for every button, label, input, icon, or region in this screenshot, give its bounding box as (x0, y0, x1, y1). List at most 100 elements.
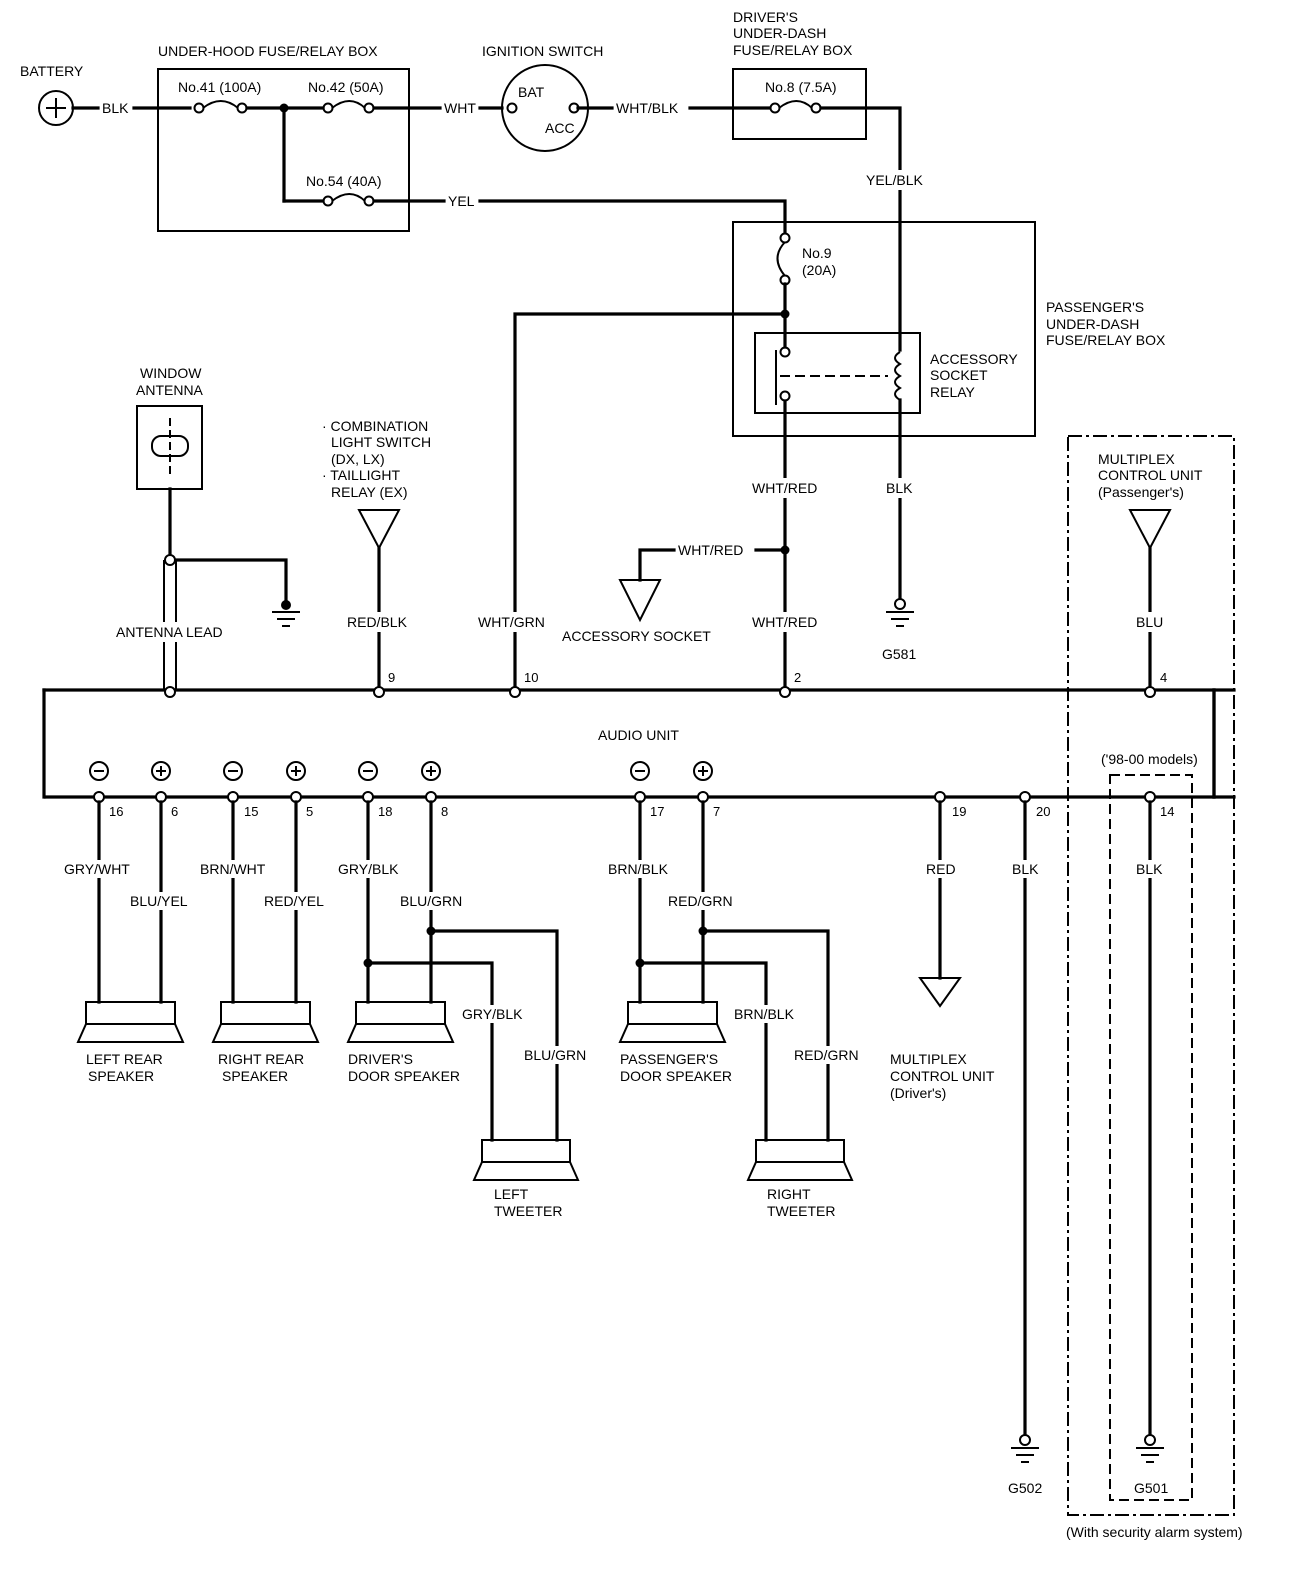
bat-terminal-label: BAT (518, 84, 545, 100)
pin-6: 6 (171, 804, 178, 819)
passengers-box-label-1: PASSENGER'S (1046, 299, 1144, 315)
wire-label-blu-grn-tweeter: BLU/GRN (524, 1047, 586, 1063)
pin-5: 5 (306, 804, 313, 819)
fuse-8-label: No.8 (7.5A) (765, 79, 837, 95)
fuse-9-label-2: (20A) (802, 262, 836, 278)
window-antenna-label-1: WINDOW (140, 365, 202, 381)
mpx-driver-label-2: CONTROL UNIT (890, 1068, 995, 1084)
fuse-42-label: No.42 (50A) (308, 79, 383, 95)
wire-label-blk-20: BLK (1012, 861, 1039, 877)
wire-label-yel-blk: YEL/BLK (866, 172, 923, 188)
comb-label-5: RELAY (EX) (331, 484, 408, 500)
ground-g502-label: G502 (1008, 1480, 1042, 1496)
pin-18: 18 (378, 804, 392, 819)
relay-label-1: ACCESSORY (930, 351, 1018, 367)
acc-terminal-label: ACC (545, 120, 575, 136)
fuse-42 (322, 102, 334, 114)
wire-label-gry-blk: GRY/BLK (338, 861, 399, 877)
accessory-socket (618, 579, 662, 623)
relay-coil (894, 351, 902, 401)
wire-label-blk-relay: BLK (886, 480, 913, 496)
wire-label-red-blk: RED/BLK (347, 614, 408, 630)
pin-19: 19 (952, 804, 966, 819)
battery-label: BATTERY (20, 63, 84, 79)
drivers-box-label-3: FUSE/RELAY BOX (733, 42, 853, 58)
wire-label-red-yel: RED/YEL (264, 893, 324, 909)
pin-14: 14 (1160, 804, 1174, 819)
pin-15: 15 (244, 804, 258, 819)
relay-label-2: SOCKET (930, 367, 988, 383)
passengers-door-speaker: PASSENGER'S DOOR SPEAKER (618, 1001, 732, 1084)
mpx-pass-label-2: CONTROL UNIT (1098, 467, 1203, 483)
comb-label-2: LIGHT SWITCH (331, 434, 431, 450)
wire-label-wht-red-pin2: WHT/RED (752, 614, 817, 630)
right-tweeter: RIGHT TWEETER (746, 1139, 854, 1219)
speaker-wire-labels: GRY/WHT BLU/YEL BRN/WHT RED/YEL GRY/BLK … (62, 860, 1168, 1064)
fuse-54-label: No.54 (40A) (306, 173, 381, 189)
left-rear-speaker-label-2: SPEAKER (88, 1068, 154, 1084)
wire-yel-blk (819, 106, 902, 352)
wire-label-gry-wht: GRY/WHT (64, 861, 130, 877)
wire-label-yel: YEL (448, 193, 475, 209)
passengers-box-label-2: UNDER-DASH (1046, 316, 1139, 332)
wire-label-red-grn-tweeter: RED/GRN (794, 1047, 859, 1063)
underhood-fuse-box: UNDER-HOOD FUSE/RELAY BOX No.41 (100A) N… (157, 43, 410, 232)
left-rear-speaker: LEFT REAR SPEAKER (76, 1001, 185, 1084)
multiplex-control-driver: MULTIPLEX CONTROL UNIT (Driver's) (890, 977, 995, 1101)
pin-9: 9 (388, 670, 395, 685)
multiplex-control-passenger: MULTIPLEX CONTROL UNIT (Passenger's) (1098, 451, 1203, 551)
wire-label-gry-blk-tweeter: GRY/BLK (462, 1006, 523, 1022)
drivers-door-speaker-label-2: DOOR SPEAKER (348, 1068, 460, 1084)
passengers-door-speaker-label-1: PASSENGER'S (620, 1051, 718, 1067)
fuse-8 (769, 102, 781, 114)
fuse-41 (193, 102, 205, 114)
wire-label-brn-wht: BRN/WHT (200, 861, 266, 877)
comb-label-4: · TAILLIGHT (322, 467, 401, 483)
wire-label-brn-blk-tweeter: BRN/BLK (734, 1006, 795, 1022)
wire-label-wht-red-socket: WHT/RED (678, 542, 743, 558)
models-note: ('98-00 models) (1101, 751, 1198, 767)
wire-label-blu-yel: BLU/YEL (130, 893, 188, 909)
security-alarm-box (1067, 435, 1235, 1516)
pin-7: 7 (713, 804, 720, 819)
security-note: (With security alarm system) (1066, 1524, 1243, 1540)
battery: BATTERY BLK (20, 63, 129, 126)
comb-label-3: (DX, LX) (331, 451, 385, 467)
left-tweeter-label-2: TWEETER (494, 1203, 562, 1219)
wire-label-blu-grn: BLU/GRN (400, 893, 462, 909)
ground-g581-label: G581 (882, 646, 916, 662)
wire-label-blk-14: BLK (1136, 861, 1163, 877)
ground-g501: G501 (1134, 1434, 1168, 1496)
fuse-9 (779, 232, 791, 244)
right-rear-speaker: RIGHT REAR SPEAKER (211, 1001, 320, 1084)
passengers-door-speaker-label-2: DOOR SPEAKER (620, 1068, 732, 1084)
wire-label-brn-blk: BRN/BLK (608, 861, 669, 877)
models-98-00-box (1109, 774, 1193, 1501)
wire-label-wht-red-relay: WHT/RED (752, 480, 817, 496)
pin-20: 20 (1036, 804, 1050, 819)
drivers-door-speaker: DRIVER'S DOOR SPEAKER (346, 1001, 460, 1084)
wire-label-red: RED (926, 861, 956, 877)
drivers-box-label-1: DRIVER'S (733, 9, 798, 25)
window-antenna-label-2: ANTENNA (136, 382, 204, 398)
ignition-switch: IGNITION SWITCH BAT ACC (482, 43, 603, 152)
polarity-markers (89, 761, 713, 781)
passengers-box-label-3: FUSE/RELAY BOX (1046, 332, 1166, 348)
wire-label-blu: BLU (1136, 614, 1163, 630)
accessory-socket-relay (754, 332, 921, 414)
audio-unit-label: AUDIO UNIT (598, 727, 679, 743)
ground-g501-label: G501 (1134, 1480, 1168, 1496)
window-antenna: WINDOW ANTENNA (136, 365, 204, 490)
left-rear-speaker-label-1: LEFT REAR (86, 1051, 163, 1067)
wire-label-wht-grn: WHT/GRN (478, 614, 545, 630)
mpx-driver-label-1: MULTIPLEX (890, 1051, 967, 1067)
wire-wht-grn (513, 312, 787, 692)
wire-label-blk-battery: BLK (102, 100, 129, 116)
fuse-54 (322, 195, 334, 207)
pin-10: 10 (524, 670, 538, 685)
antenna-shield-ground (174, 558, 288, 606)
fuse-41-label: No.41 (100A) (178, 79, 261, 95)
drivers-door-speaker-label-1: DRIVER'S (348, 1051, 413, 1067)
mpx-pass-label-3: (Passenger's) (1098, 484, 1184, 500)
